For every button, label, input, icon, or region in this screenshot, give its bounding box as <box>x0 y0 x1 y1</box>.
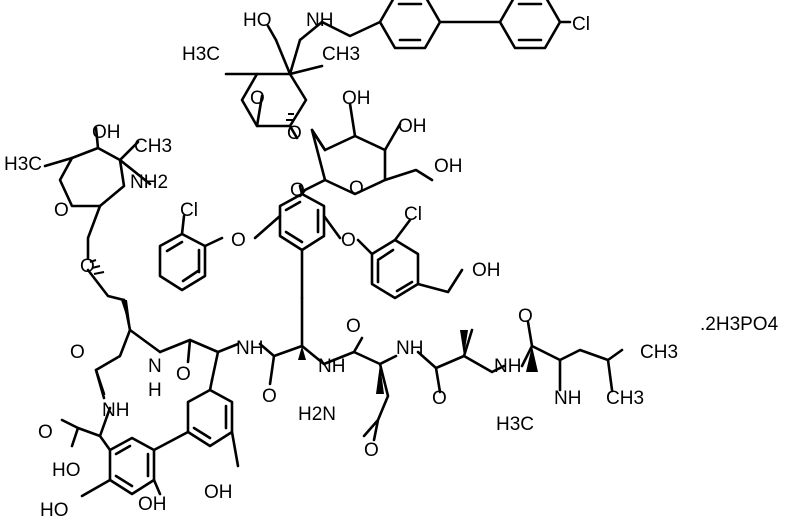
label-o-glucose-ring: O <box>349 178 364 199</box>
label-h-1: H <box>148 380 162 401</box>
label-o-carbonyl-4: O <box>346 316 361 337</box>
label-nh-4: NH <box>396 338 423 359</box>
label-o-glucose-link: O <box>290 180 305 201</box>
label-oh-a: OH <box>342 88 371 109</box>
label-h3c-left: H3C <box>4 154 42 175</box>
label-o-carbonyl-2: O <box>176 364 191 385</box>
label-oh-c: OH <box>434 156 463 177</box>
label-o-carbonyl-6: O <box>518 306 533 327</box>
top-sugar-with-biphenyl <box>224 0 572 140</box>
label-ch3-leu2: CH3 <box>606 388 644 409</box>
peptide-backbone <box>94 296 624 442</box>
atom-labels: HO NH Cl H3C CH3 O O OH OH OH O O OH CH3… <box>4 10 779 521</box>
label-nh-3: NH <box>318 356 345 377</box>
label-o-top-ring: O <box>250 88 265 109</box>
label-nh2-left: NH2 <box>130 172 168 193</box>
label-ch3-left: CH3 <box>134 136 172 157</box>
label-oh-benzylic: OH <box>472 260 501 281</box>
label-nh-macro: NH <box>102 400 129 421</box>
label-cl-left: Cl <box>180 200 198 221</box>
label-h3c-top: H3C <box>182 44 220 65</box>
left-chlorophenyl-ring <box>158 214 224 292</box>
label-o-carbonyl-1: O <box>70 342 85 363</box>
label-o-left-link: O <box>80 256 95 277</box>
central-ring <box>253 184 342 300</box>
label-ho-acid: HO <box>52 460 81 481</box>
label-ch3-top: CH3 <box>322 44 360 65</box>
lower-biaryl-rings <box>60 378 240 498</box>
label-h2n-amide: H2N <box>298 404 336 425</box>
label-ho-top: HO <box>243 10 272 31</box>
label-o-carbonyl-5: O <box>432 388 447 409</box>
label-oh-phenol: OH <box>204 482 233 503</box>
label-nh-2: NH <box>236 338 263 359</box>
label-cl-right: Cl <box>404 204 422 225</box>
label-oh-left: OH <box>92 122 121 143</box>
label-o-ether-left: O <box>231 230 246 251</box>
left-sugar <box>43 126 152 302</box>
label-n-1: N <box>148 356 162 377</box>
label-o-amide: O <box>364 440 379 461</box>
label-o-carbonyl-3: O <box>262 386 277 407</box>
label-ho-resorcinol: HO <box>40 500 69 521</box>
label-nh-n: NH <box>554 388 581 409</box>
label-o-ether-right: O <box>341 230 356 251</box>
label-ch3-leu1: CH3 <box>640 342 678 363</box>
label-oh-b: OH <box>398 116 427 137</box>
label-h3c-n: H3C <box>496 414 534 435</box>
label-o-acid: O <box>38 422 53 443</box>
label-nh-top: NH <box>306 10 333 31</box>
stereo-bonds <box>89 113 538 394</box>
label-salt: .2H3PO4 <box>700 314 779 335</box>
label-o-top-link: O <box>287 123 302 144</box>
label-oh-resorcinol: OH <box>138 494 167 515</box>
label-cl-biphenyl: Cl <box>572 14 590 35</box>
label-nh-5: NH <box>494 356 521 377</box>
right-chlorophenyl-ring <box>356 218 464 300</box>
label-o-left-ring: O <box>54 200 69 221</box>
